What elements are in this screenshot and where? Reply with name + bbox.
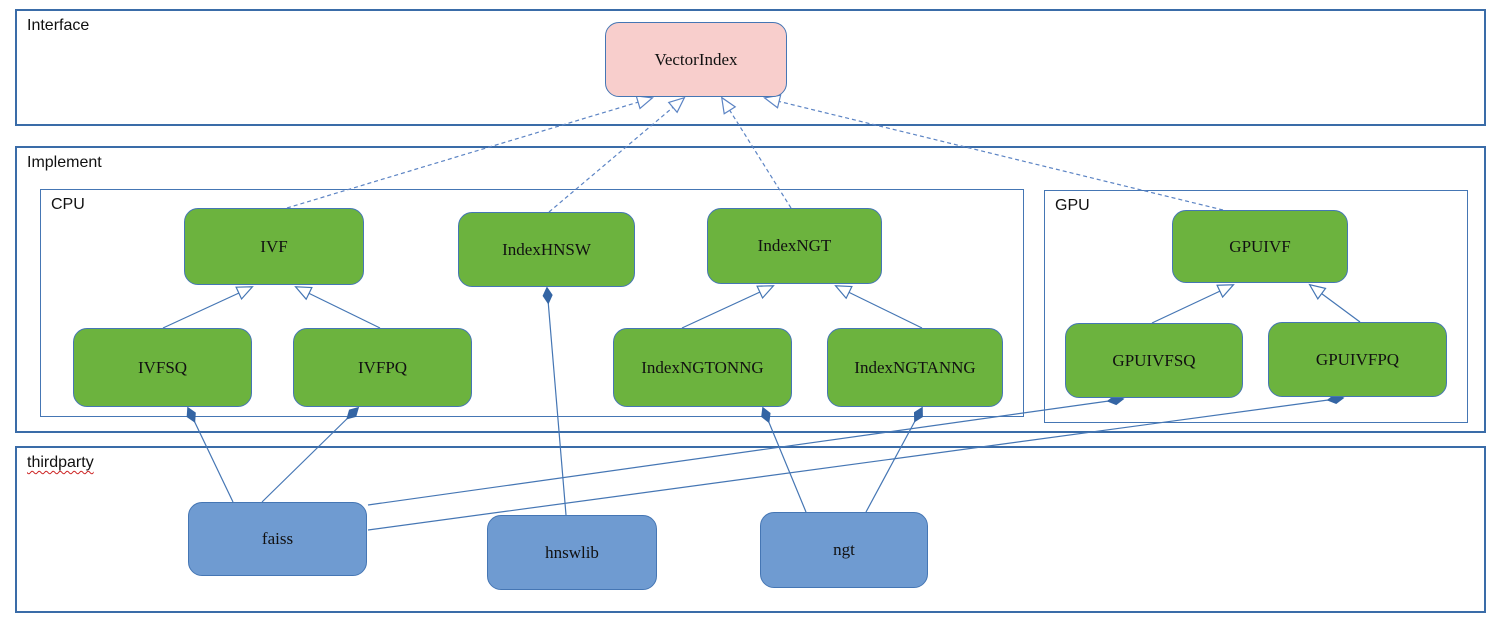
node-ivfsq[interactable]: IVFSQ xyxy=(73,328,252,407)
node-indexhnsw[interactable]: IndexHNSW xyxy=(458,212,635,287)
node-indexngtanng-label: IndexNGTANNG xyxy=(854,357,976,377)
node-hnswlib[interactable]: hnswlib xyxy=(487,515,657,590)
node-indexngt[interactable]: IndexNGT xyxy=(707,208,882,284)
node-indexngtonng[interactable]: IndexNGTONNG xyxy=(613,328,792,407)
node-gpuivfsq-label: GPUIVFSQ xyxy=(1112,350,1196,370)
node-indexhnsw-label: IndexHNSW xyxy=(502,239,591,259)
node-indexngt-label: IndexNGT xyxy=(757,236,832,255)
node-ivfpq-label: IVFPQ xyxy=(357,357,408,377)
node-gpuivf[interactable]: GPUIVF xyxy=(1172,210,1348,283)
section-gpu-label: GPU xyxy=(1055,197,1090,214)
node-vectorindex-label: VectorIndex xyxy=(654,49,738,69)
node-gpuivfsq[interactable]: GPUIVFSQ xyxy=(1065,323,1243,398)
section-thirdparty-label: thirdparty xyxy=(27,454,94,471)
node-indexngtonng-label: IndexNGTONNG xyxy=(641,357,764,377)
node-gpuivf-label: GPUIVF xyxy=(1229,236,1291,256)
node-indexngtanng[interactable]: IndexNGTANNG xyxy=(827,328,1003,407)
node-gpuivfpq[interactable]: GPUIVFPQ xyxy=(1268,322,1447,397)
node-ivf-label: IVF xyxy=(260,236,288,256)
node-gpuivfpq-label: GPUIVFPQ xyxy=(1315,349,1400,369)
section-cpu-label: CPU xyxy=(51,196,85,213)
node-faiss-label: faiss xyxy=(261,529,294,548)
node-hnswlib-label: hnswlib xyxy=(545,542,599,562)
section-implement-label: Implement xyxy=(27,154,102,171)
node-ngt[interactable]: ngt xyxy=(760,512,928,588)
node-ivfpq[interactable]: IVFPQ xyxy=(293,328,472,407)
node-ngt-label: ngt xyxy=(833,540,855,559)
node-ivfsq-label: IVFSQ xyxy=(137,357,188,377)
node-vectorindex[interactable]: VectorIndex xyxy=(605,22,787,97)
section-interface-label: Interface xyxy=(27,17,90,34)
node-ivf[interactable]: IVF xyxy=(184,208,364,285)
node-faiss[interactable]: faiss xyxy=(188,502,367,576)
